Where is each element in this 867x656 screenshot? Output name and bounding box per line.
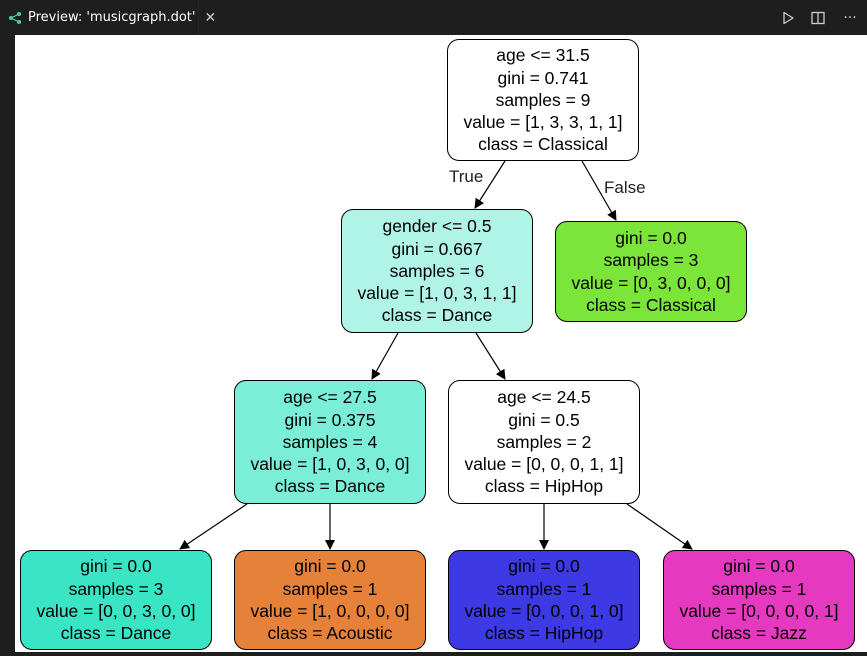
node-line: gini = 0.0: [508, 556, 580, 577]
split-editor-icon[interactable]: [809, 9, 827, 27]
node-line: gini = 0.741: [497, 67, 589, 88]
node-line: value = [0, 0, 0, 1, 0]: [464, 601, 624, 621]
node-line: class = Dance: [274, 476, 386, 497]
node-line: value = [0, 0, 3, 0, 0]: [36, 601, 196, 621]
node-line: class = Dance: [60, 623, 172, 644]
node-line: samples = 6: [389, 260, 485, 281]
node-line: samples = 3: [68, 578, 164, 599]
edges-layer: [179, 160, 693, 550]
node-line: class = Dance: [381, 305, 493, 326]
node-line: samples = 4: [282, 431, 378, 452]
node-line: gini = 0.0: [615, 227, 687, 248]
node-line: gini = 0.0: [294, 556, 366, 577]
node-line: age <= 24.5: [497, 387, 591, 408]
node-line: samples = 3: [603, 250, 699, 271]
edge-label-false: False: [604, 178, 646, 197]
node-line: value = [0, 0, 0, 1, 1]: [464, 454, 624, 475]
node-line: value = [0, 3, 0, 0, 0]: [571, 272, 731, 293]
node-line: class = Classical: [586, 294, 716, 315]
node-line: value = [1, 0, 3, 0, 0]: [250, 454, 410, 475]
node-line: class = Acoustic: [267, 623, 393, 644]
node-line: value = [0, 0, 0, 0, 1]: [679, 601, 839, 621]
edge-n1-n3: [371, 332, 399, 380]
node-line: samples = 1: [496, 578, 592, 599]
editor-actions: ···: [779, 0, 861, 35]
status-strip: [0, 652, 867, 656]
node-line: class = HipHop: [484, 623, 604, 644]
edge-n1-n4: [475, 332, 506, 380]
node-line: class = Classical: [478, 134, 608, 155]
edge-n4-n8: [626, 503, 693, 550]
node-line: gini = 0.375: [284, 409, 376, 430]
node-line: class = HipHop: [484, 476, 604, 497]
node-line: samples = 1: [711, 578, 807, 599]
editor-tab-bar: Preview: 'musicgraph.dot' ✕ ···: [0, 0, 867, 35]
node-line: samples = 9: [495, 89, 591, 110]
node-line: gini = 0.0: [80, 556, 152, 577]
tab-title: Preview: 'musicgraph.dot': [28, 10, 196, 25]
node-line: age <= 31.5: [496, 45, 590, 66]
graph-preview-icon: [8, 11, 22, 25]
node-line: value = [1, 0, 3, 1, 1]: [357, 283, 517, 304]
close-icon[interactable]: ✕: [204, 9, 217, 26]
node-line: gini = 0.0: [723, 556, 795, 577]
edge-n0-n1: [474, 160, 506, 209]
node-line: gini = 0.667: [391, 238, 483, 259]
node-line: samples = 2: [496, 431, 592, 452]
node-line: class = Jazz: [711, 623, 807, 644]
node-line: value = [1, 3, 3, 1, 1]: [463, 112, 623, 133]
edge-label-true: True: [449, 167, 484, 186]
node-line: samples = 1: [282, 578, 378, 599]
node-line: value = [1, 0, 0, 0, 0]: [250, 601, 410, 621]
tab-preview[interactable]: Preview: 'musicgraph.dot' ✕: [0, 0, 216, 35]
node-line: gender <= 0.5: [382, 216, 492, 237]
edge-n3-n5: [179, 503, 248, 550]
node-line: age <= 27.5: [283, 387, 377, 408]
node-line: gini = 0.5: [508, 409, 580, 430]
run-icon[interactable]: [779, 9, 797, 27]
more-actions-icon[interactable]: ···: [843, 9, 857, 26]
edge-n0-n2: [581, 160, 617, 221]
